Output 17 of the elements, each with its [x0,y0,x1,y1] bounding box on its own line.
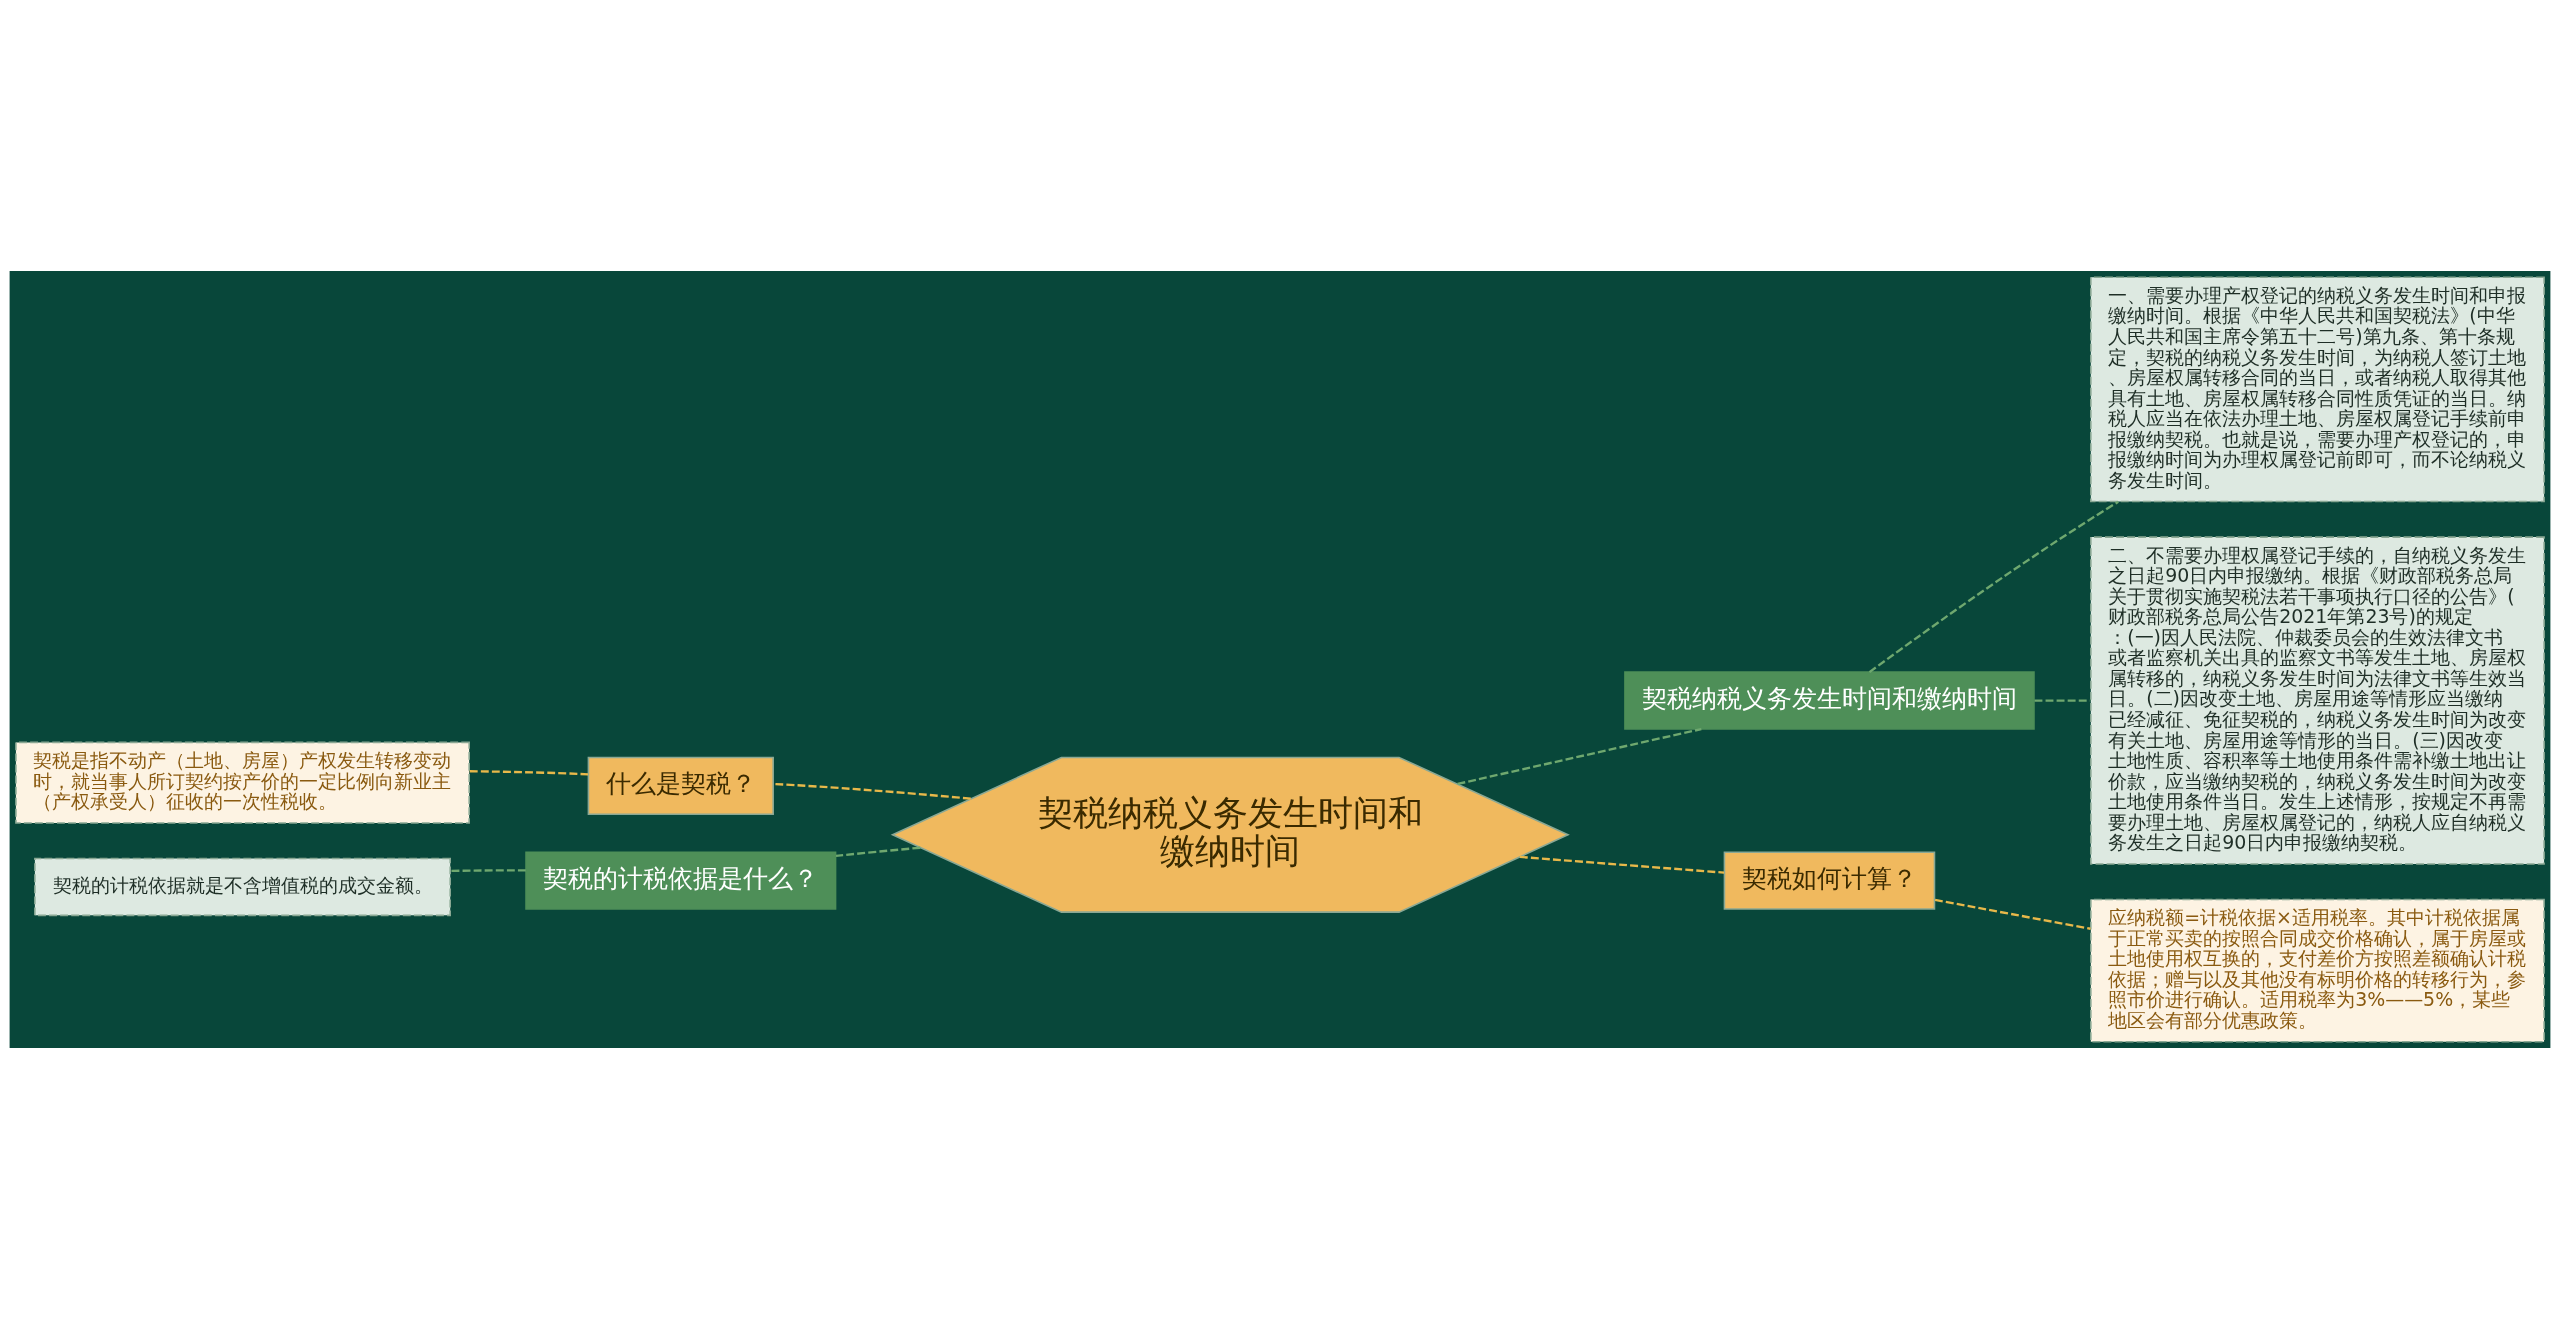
node-box: 契税纳税义务发生时间和缴纳时间 [1624,670,2035,730]
node-box: 应纳税额=计税依据×适用税率。其中计税依据属于正常买卖的按照合同成交价格确认，属于房屋或土地使用权互换的，支付差价方按照差额确认计税依据；赠与以及其他没有标明价格的转移行为，参照市价进行确认。适用税率为3%——5%，某些地区会有部分优惠政策。 [2090,898,2545,1042]
node-box: 二、不需要办理权属登记手续的，自纳税义务发生之日起90日内申报缴纳。根据《财政部税务总局关于贯彻实施契税法若干事项执行口径的公告》(财政部税务总局公告2021年第23号)的规定：(一)因人民法院、仲裁委员会的生效法律文书或者监察机关出具的监察文书等发生土地、房屋权属转移的，纳税义务发生时间为法律文书等生效当日。(二)因改变土地、房屋用途等情形应当缴纳已经减征、免征契税的，纳税义务发生时间为改变有关土地、房屋用途等情形的当日。(三)因改变土地性质、容积率等土地使用条件需补缴土地出让价款，应当缴纳契税的，纳税义务发生时间为改变土地使用条件当日。发生上述情形，按规定不再需要办理土地、房屋权属登记的，纳税人应自纳税义务发生之日起90日内申报缴纳契税。 [2090,535,2545,865]
node-box: 契税如何计算？ [1723,850,1936,910]
connector [1519,855,1725,874]
connector [1457,727,1702,785]
node-box: 契税是指不动产（土地、房屋）产权发生转移变动时，就当事人所订契约按产价的一定比例向新业主（产权承受人）征收的一次性税收。 [15,741,470,824]
connector [1868,500,2119,673]
connector [835,846,921,857]
node-box: 契税的计税依据就是不含增值税的成交金额。 [34,857,451,916]
connector [773,782,971,800]
connector [450,868,526,872]
node-box: 一、需要办理产权登记的纳税义务发生时间和申报缴纳时间。根据《中华人民共和国契税法》(中华人民共和国主席令第五十二号)第九条、第十条规定，契税的纳税义务发生时间，为纳税人签订土地、房屋权属转移合同的当日，或者纳税人取得其他具有土地、房屋权属转移合同性质凭证的当日。纳税人应当在依法办理土地、房屋权属登记手续前申报缴纳契税。也就是说，需要办理产权登记的，申报缴纳时间为办理权属登记前即可，而不论纳税义务发生时间。 [2090,276,2545,502]
connector [1934,898,2091,930]
node-box: 契税的计税依据是什么？ [525,850,837,910]
node-box: 什么是契税？ [587,756,774,815]
connector [469,769,589,776]
